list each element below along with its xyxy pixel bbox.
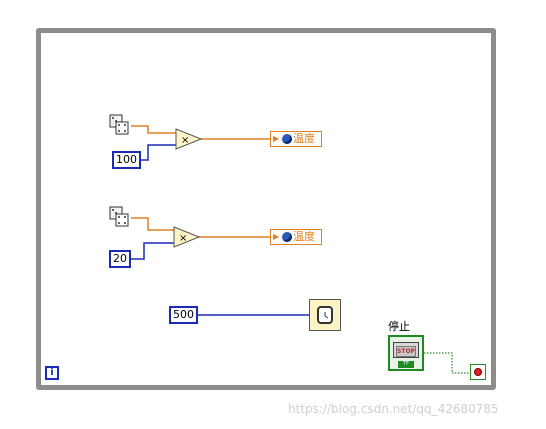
loop-iteration-icon: i: [45, 366, 59, 380]
global-variable-icon: [282, 232, 292, 242]
stop-button-terminal[interactable]: STOP TF: [388, 335, 424, 371]
wire-stop-condition: [424, 352, 470, 374]
while-loop-frame: [36, 28, 496, 390]
multiply-icon: ×: [175, 128, 203, 150]
wait-ms-icon: [309, 299, 341, 331]
wire-random1-multiply: [131, 125, 176, 134]
multiply-icon: ×: [173, 226, 201, 248]
loop-condition-icon[interactable]: [470, 364, 486, 380]
global-variable-temperature-1[interactable]: ▶ 温度: [270, 131, 322, 147]
variable-label: 温度: [293, 132, 315, 145]
arrow-icon: ▶: [273, 232, 280, 241]
random-number-icon: [107, 205, 131, 229]
svg-text:×: ×: [181, 135, 189, 146]
arrow-icon: ▶: [273, 134, 280, 143]
global-variable-temperature-2[interactable]: ▶ 温度: [270, 229, 322, 245]
stop-label: 停止: [388, 320, 410, 333]
wait-clock-face: [317, 306, 333, 324]
constant-500[interactable]: 500: [169, 306, 198, 324]
stop-if-true-dot: [474, 368, 482, 376]
global-variable-icon: [282, 134, 292, 144]
variable-label: 温度: [293, 230, 315, 243]
constant-20[interactable]: 20: [109, 250, 131, 268]
stop-button-text: STOP: [396, 346, 416, 357]
stop-button-icon: STOP: [393, 342, 419, 358]
svg-text:×: ×: [179, 233, 187, 244]
constant-100[interactable]: 100: [112, 151, 141, 169]
wire-random2-multiply: [131, 217, 174, 231]
random-number-icon: [107, 113, 131, 137]
wire-const20-multiply: [131, 242, 174, 260]
watermark: https://blog.csdn.net/qq_42680785: [288, 402, 499, 416]
wire-const100-multiply: [141, 144, 176, 161]
boolean-tf-indicator: TF: [398, 361, 414, 368]
